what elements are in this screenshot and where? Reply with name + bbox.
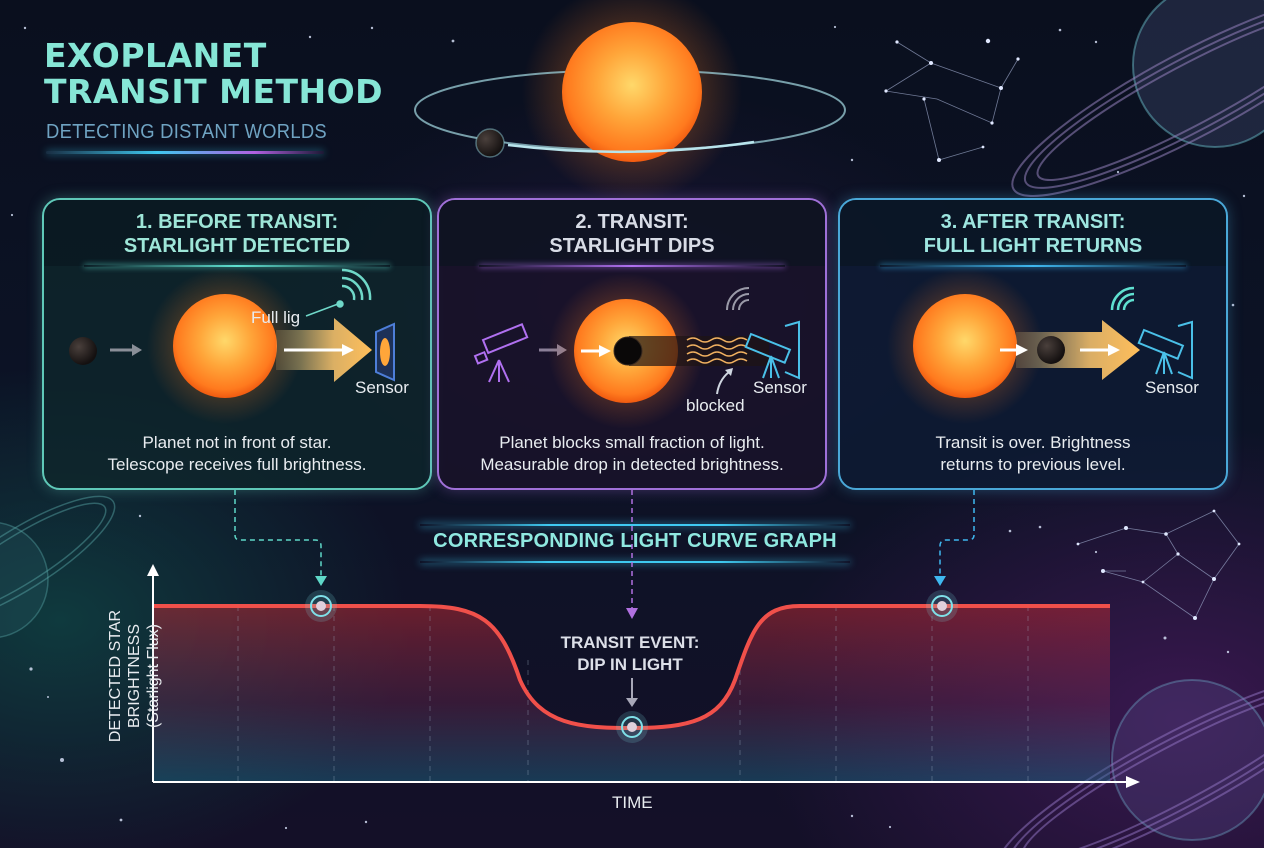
grid-lines <box>237 606 1029 782</box>
marker-transit-dip <box>616 711 648 743</box>
panel-header: 3. AFTER TRANSIT: FULL LIGHT RETURNS <box>840 200 1226 267</box>
star-icon <box>562 22 702 162</box>
y-axis-label: DETECTED STAR BRIGHTNESS (Starlight Flux… <box>106 562 163 790</box>
sensor-label: Sensor <box>753 378 807 397</box>
panel-after-transit: 3. AFTER TRANSIT: FULL LIGHT RETURNS Sen… <box>838 198 1228 490</box>
panel-title-line-1: 1. BEFORE TRANSIT: <box>135 211 339 233</box>
description-line-2: returns to previous level. <box>940 455 1126 474</box>
planet-icon <box>69 337 97 365</box>
area-fill <box>153 606 1110 782</box>
panel-illustration <box>69 268 395 424</box>
signal-waves-icon <box>1110 286 1135 311</box>
blocked-label: blocked <box>686 396 745 415</box>
panel-illustration <box>887 268 1193 424</box>
signal-waves-icon <box>305 268 372 317</box>
y-label-line-1: DETECTED STAR BRIGHTNESS <box>107 609 143 743</box>
description-line-2: Measurable drop in detected brightness. <box>480 455 784 474</box>
light-beam-arrow-icon <box>1016 320 1140 380</box>
header-divider <box>479 265 785 267</box>
signal-waves-icon <box>726 287 750 311</box>
graph-heading: CORRESPONDING LIGHT CURVE GRAPH <box>433 530 837 552</box>
arrow-right-icon <box>110 344 142 356</box>
panel-header: 1. BEFORE TRANSIT: STARLIGHT DETECTED <box>44 200 430 267</box>
transit-label-line-1: TRANSIT EVENT: <box>560 633 700 652</box>
wavy-light-icon <box>686 337 748 364</box>
sensor-label: Sensor <box>355 378 409 397</box>
marker-after-transit <box>926 590 958 622</box>
panel-illustration <box>473 273 800 429</box>
panel-header: 2. TRANSIT: STARLIGHT DIPS <box>439 200 825 267</box>
telescope-icon <box>473 322 529 383</box>
panel-before-transit: 1. BEFORE TRANSIT: STARLIGHT DETECTED Fu… <box>42 198 432 490</box>
planet-icon <box>475 128 505 158</box>
panel-title-line-2: STARLIGHT DETECTED <box>123 235 351 257</box>
panel-title-line-2: STARLIGHT DIPS <box>549 235 715 257</box>
connector-before <box>234 490 322 578</box>
panel-description: Transit is over. Brightness returns to p… <box>840 432 1226 476</box>
star-icon <box>913 294 1017 398</box>
transit-event-label: TRANSIT EVENT: DIP IN LIGHT <box>540 632 720 676</box>
panel-transit: 2. TRANSIT: STARLIGHT DIPS <box>437 198 827 490</box>
description-line-1: Transit is over. Brightness <box>935 433 1131 452</box>
planet-icon <box>1037 336 1065 364</box>
header-divider <box>880 265 1186 267</box>
title-line-2: TRANSIT METHOD <box>44 72 384 111</box>
ringed-planet-top-right <box>1011 0 1264 197</box>
sensor-icon <box>375 322 395 382</box>
subtitle-divider <box>46 151 324 154</box>
beam-label: Full lig <box>251 308 301 327</box>
y-label-line-2: (Starlight Flux) <box>145 623 162 729</box>
blocked-arrow-icon <box>716 371 730 395</box>
telescope-sensor-icon <box>744 320 800 380</box>
star-icon <box>173 294 277 398</box>
transit-label-line-2: DIP IN LIGHT <box>577 655 683 674</box>
star-field <box>10 25 1246 830</box>
description-line-1: Planet blocks small fraction of light. <box>499 433 765 452</box>
panel-title-line-2: FULL LIGHT RETURNS <box>923 235 1143 257</box>
header-divider <box>84 265 390 267</box>
description-line-1: Planet not in front of star. <box>142 433 332 452</box>
ringed-planet-bottom-right <box>996 673 1264 848</box>
heading-rule-top <box>420 524 850 526</box>
panel-title-line-1: 2. TRANSIT: <box>575 211 689 233</box>
panel-description: Planet not in front of star. Telescope r… <box>44 432 430 476</box>
page-subtitle: DETECTING DISTANT WORLDS <box>46 121 327 143</box>
telescope-sensor-icon <box>1137 320 1193 380</box>
sensor-label: Sensor <box>1145 378 1199 397</box>
panel-title-line-1: 3. AFTER TRANSIT: <box>940 211 1126 233</box>
ringed-planet-left <box>0 495 116 638</box>
description-line-2: Telescope receives full brightness. <box>107 455 367 474</box>
x-axis-label: TIME <box>612 793 653 812</box>
panel-description: Planet blocks small fraction of light. M… <box>439 432 825 476</box>
page-title: EXOPLANET TRANSIT METHOD <box>44 38 383 110</box>
planet-icon <box>613 336 643 366</box>
connector-after <box>939 490 975 578</box>
orbit-system <box>414 0 846 202</box>
heading-rule-bottom <box>420 561 850 563</box>
marker-before-transit <box>305 590 337 622</box>
title-line-1: EXOPLANET <box>44 36 267 75</box>
